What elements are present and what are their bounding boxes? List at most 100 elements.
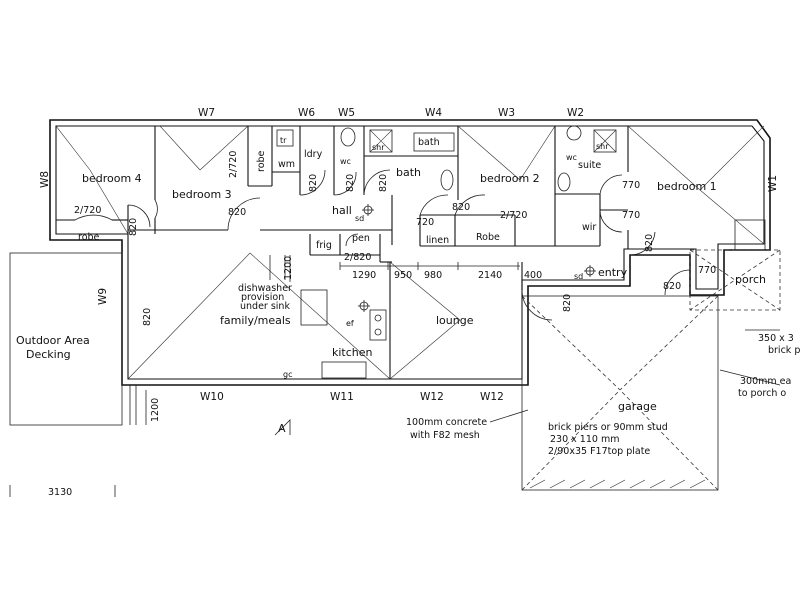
window-w7: W7 [198, 107, 215, 119]
dim-820-garage: 820 [562, 294, 573, 312]
dim-3130: 3130 [48, 487, 72, 498]
window-w12-b: W12 [480, 391, 504, 403]
window-w3: W3 [498, 107, 515, 119]
room-outdoor-area: Outdoor Area [16, 334, 90, 347]
room-porch: porch [735, 273, 766, 286]
dim-820-bedroom-4: 820 [128, 218, 139, 236]
note-concrete-1: 100mm concrete [406, 417, 487, 428]
dimension-labels: 2/720 2/720 2/720 2/820 820 820 820 820 … [48, 151, 716, 498]
toilet-hall [340, 127, 356, 147]
bath-tub [413, 132, 455, 152]
room-wm: wm [278, 159, 295, 170]
window-w1: W1 [767, 175, 779, 192]
dimension-lines [9, 255, 781, 497]
room-outdoor-decking: Decking [26, 348, 71, 361]
note-piers-2: 230 x 110 mm [550, 434, 619, 445]
dim-820-porch: 820 [663, 281, 681, 292]
room-hall: hall [332, 204, 352, 217]
outer-walls [49, 119, 771, 386]
label-sd-hall: sd [355, 214, 364, 223]
shower-suite [593, 129, 617, 153]
roof-lines [55, 125, 765, 380]
section-marker-a: A [278, 422, 286, 435]
room-laundry: ldry [304, 149, 323, 160]
kitchen-sink [321, 361, 367, 379]
room-wc-suite: wc [566, 153, 577, 162]
dim-820-bath: 820 [378, 174, 389, 192]
room-bedroom-2: bedroom 2 [480, 172, 540, 185]
dim-2-720-bedroom-4: 2/720 [74, 205, 101, 216]
room-labels: bedroom 4 bedroom 3 bedroom 2 bedroom 1 … [16, 136, 766, 413]
porch-area [689, 219, 781, 311]
room-fridge: frig [316, 240, 332, 251]
construction-notes: 100mm concrete with F82 mesh brick piers… [278, 333, 800, 457]
garage-slab [521, 295, 719, 491]
window-w11: W11 [330, 391, 354, 403]
note-dishwasher-1: dishwasher [238, 283, 292, 294]
fixtures [269, 125, 617, 379]
dim-770-b: 770 [622, 210, 640, 221]
interior-walls [56, 126, 629, 379]
dim-820-family: 820 [142, 308, 153, 326]
label-sd-entry: sd [574, 272, 583, 281]
window-w10: W10 [200, 391, 224, 403]
note-dishwasher-2: provision [241, 292, 284, 303]
door-swings [74, 169, 691, 321]
room-bath: bath [396, 166, 421, 179]
dim-1290: 1290 [352, 270, 376, 281]
dim-820-laundry: 820 [308, 174, 319, 192]
dim-770-c: 770 [698, 265, 716, 276]
basin-bath [440, 169, 454, 191]
window-labels: W7 W6 W5 W4 W3 W2 W10 W11 W12 W12 W8 W9 … [39, 107, 779, 403]
room-bedroom-1: bedroom 1 [657, 180, 717, 193]
room-wir: wir [582, 222, 596, 233]
window-w5: W5 [338, 107, 355, 119]
note-eave-2: to porch o [738, 388, 786, 399]
note-brick-1: 350 x 3 [758, 333, 794, 344]
outdoor-deck [9, 252, 137, 426]
window-w9: W9 [97, 288, 109, 305]
note-eave-1: 300mm ea [740, 376, 791, 387]
room-entry: entry [598, 266, 628, 279]
note-concrete-2: with F82 mesh [410, 430, 480, 441]
room-garage: garage [618, 400, 657, 413]
dim-1200-kitchen: 1200 [283, 256, 294, 280]
dim-2-720-bedroom-3: 2/720 [228, 151, 239, 178]
window-w12-a: W12 [420, 391, 444, 403]
note-dishwasher-3: under sink [240, 301, 290, 312]
window-w6: W6 [298, 107, 315, 119]
room-bath-tub: bath [418, 137, 440, 148]
dim-720-linen: 720 [416, 217, 434, 228]
dim-2-820: 2/820 [344, 252, 371, 263]
dim-770-a: 770 [622, 180, 640, 191]
dim-820-bedroom-1: 820 [644, 234, 655, 252]
room-linen: linen [426, 235, 449, 246]
room-pantry: pen [352, 233, 370, 244]
room-shower: shr [372, 143, 385, 152]
room-robe-bedroom-4: robe [78, 232, 100, 243]
dim-2-720-bedroom-2: 2/720 [500, 210, 527, 221]
shower-hall [369, 129, 393, 153]
window-w4: W4 [425, 107, 442, 119]
dim-400: 400 [524, 270, 542, 281]
window-w8: W8 [39, 171, 51, 188]
dim-1200-deck: 1200 [150, 398, 161, 422]
room-wc: wc [340, 157, 351, 166]
basin-suite [557, 172, 571, 192]
note-piers-1: brick piers or 90mm stud [548, 422, 668, 433]
room-bedroom-4: bedroom 4 [82, 172, 142, 185]
dim-820-bedroom-3: 820 [228, 207, 246, 218]
toilet-suite [566, 125, 582, 141]
note-piers-3: 2/90x35 F17top plate [548, 446, 650, 457]
dim-820-robe: 820 [452, 202, 470, 213]
dim-950: 950 [394, 270, 412, 281]
dim-980: 980 [424, 270, 442, 281]
laundry-trough [276, 129, 294, 147]
room-lounge: lounge [436, 314, 474, 327]
note-brick-2: brick p [768, 345, 800, 356]
label-ef: ef [346, 319, 354, 328]
dishwasher-box [300, 289, 328, 326]
room-robe-bedroom-2: Robe [476, 232, 500, 243]
room-robe-bedroom-3: robe [256, 150, 267, 172]
